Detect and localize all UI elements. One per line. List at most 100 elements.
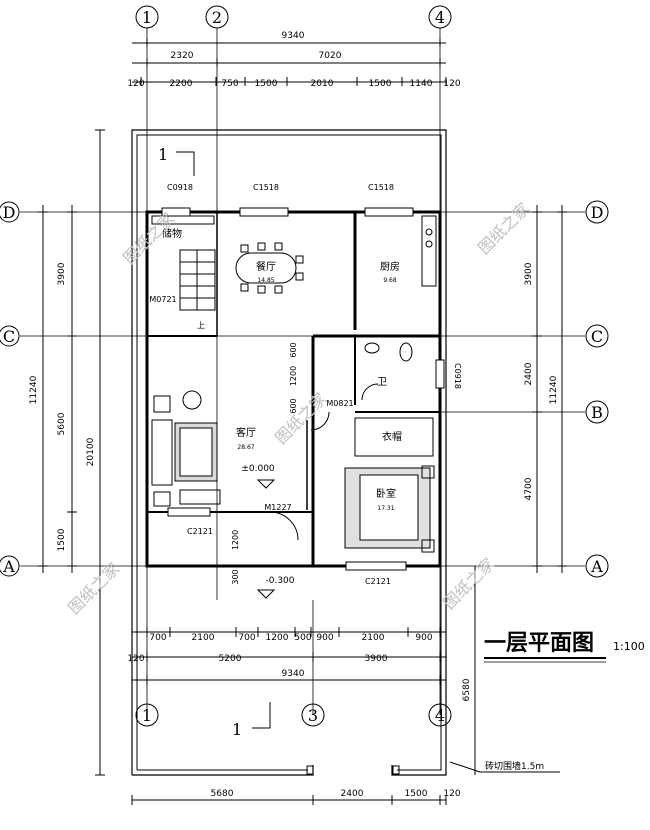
door-m0821: M0821	[326, 399, 353, 408]
watermark-5: 图纸之家	[439, 554, 498, 613]
dim-inner-300: 300	[231, 569, 240, 584]
room-closet-name: 衣帽	[382, 430, 402, 443]
dim-left-5600: 5600	[57, 412, 67, 435]
dim-left-3900: 3900	[57, 262, 67, 285]
watermarks: 图纸之家 图纸之家 图纸之家 图纸之家 图纸之家	[64, 199, 533, 618]
dim-top-1140: 1140	[410, 79, 433, 89]
dim-top-120b: 120	[443, 79, 460, 89]
bottom-dimensions: 700 2100 700 1200 500 900 2100 900 120 5…	[127, 627, 461, 805]
dim-top-2200: 2200	[170, 79, 193, 89]
dim-right-2400: 2400	[524, 362, 534, 385]
section-mark-bottom: 1	[232, 720, 242, 739]
room-bath-name: 卫	[377, 377, 387, 388]
dim-top-2320: 2320	[171, 51, 194, 61]
axis-bubbles-top: 1 2 4	[135, 5, 452, 29]
dim-inner-600a: 600	[289, 342, 298, 357]
dim-bot-500: 500	[294, 633, 311, 643]
axis-label-4-top: 4	[435, 8, 445, 27]
dim-inner-1200: 1200	[289, 366, 298, 386]
watermark-2: 图纸之家	[474, 199, 533, 258]
dim-bot-5680: 5680	[211, 789, 234, 799]
dim-top-1500a: 1500	[255, 79, 278, 89]
dim-top-120a: 120	[127, 79, 144, 89]
room-bedroom-name: 卧室	[376, 487, 396, 500]
dim-top-7020: 7020	[319, 51, 342, 61]
building-walls	[145, 210, 442, 568]
axis-bubbles-bottom: 1 3 4	[135, 703, 452, 727]
axis-label-D-right: D	[591, 203, 604, 222]
dim-left-11240: 11240	[29, 375, 39, 404]
room-living-area: 28.67	[237, 444, 254, 451]
axis-label-3-bottom: 3	[308, 706, 318, 725]
dim-bot-120: 120	[127, 654, 144, 664]
door-m1227: M1227	[264, 503, 291, 512]
dim-bot-1500: 1500	[405, 789, 428, 799]
dim-top-750: 750	[221, 79, 238, 89]
dim-bot-2400: 2400	[341, 789, 364, 799]
staircase: 上	[179, 249, 216, 330]
level-outdoor: -0.300	[265, 576, 294, 586]
axis-label-D-left: D	[3, 203, 16, 222]
room-kitchen-area: 9.68	[383, 277, 397, 284]
window-c0918-side: C0918	[453, 363, 462, 389]
room-bedroom-area: 17.31	[377, 505, 394, 512]
dim-top-1500b: 1500	[369, 79, 392, 89]
dim-right-4700: 4700	[524, 477, 534, 500]
dim-left-1500: 1500	[57, 528, 67, 551]
axis-label-1-top: 1	[142, 8, 152, 27]
room-dining-area: 14.85	[257, 277, 274, 284]
axis-label-C-left: C	[3, 327, 15, 346]
dim-bot-700b: 700	[238, 633, 255, 643]
axis-label-B-right: B	[591, 403, 603, 422]
room-living-name: 客厅	[236, 426, 256, 439]
window-c2121-b: C2121	[365, 577, 391, 586]
dim-bot-1200: 1200	[266, 633, 289, 643]
door-m0721: M0721	[149, 295, 176, 304]
dim-top-total: 9340	[282, 31, 305, 41]
drawing-title: 一层平面图	[484, 630, 594, 656]
dim-top-2010: 2010	[311, 79, 334, 89]
dim-right-3900: 3900	[524, 262, 534, 285]
dim-bot-9340: 9340	[282, 669, 305, 679]
living-sofa	[151, 390, 221, 507]
wall-note: 砖切围墙1.5m	[485, 760, 544, 772]
axis-label-A-right: A	[590, 557, 603, 576]
dim-bot-900b: 900	[415, 633, 432, 643]
dim-right-11240: 11240	[549, 375, 559, 404]
bedroom-bed	[344, 465, 435, 553]
drawing-scale: 1:100	[613, 640, 645, 653]
axis-label-A-left: A	[2, 557, 15, 576]
room-storage-name: 储物	[162, 227, 182, 240]
stair-up-label: 上	[197, 321, 205, 330]
dim-inner-600b: 600	[289, 398, 298, 413]
dim-bot-2100b: 2100	[362, 633, 385, 643]
dim-bot-2100a: 2100	[192, 633, 215, 643]
window-c1518-a: C1518	[253, 183, 279, 192]
dim-bot-120c: 120	[443, 789, 460, 799]
window-c0918-top: C0918	[167, 183, 193, 192]
dim-right-6580: 6580	[462, 678, 472, 701]
window-c2121-a: C2121	[187, 527, 213, 536]
dim-inner-1200b: 1200	[231, 530, 240, 550]
dim-bot-3900: 3900	[365, 654, 388, 664]
axis-label-1-bottom: 1	[142, 706, 152, 725]
sink-icon	[364, 342, 380, 354]
level-floor: ±0.000	[241, 464, 275, 474]
axis-label-4-bottom: 4	[435, 706, 445, 725]
axis-label-2-top: 2	[212, 8, 222, 27]
right-dimensions: 3900 2400 4700 11240 6580	[462, 205, 567, 775]
toilet-icon	[399, 342, 413, 362]
watermark-4: 图纸之家	[64, 559, 123, 618]
axis-bubbles-side: D C A D C B A	[0, 200, 609, 578]
axis-label-C-right: C	[591, 327, 603, 346]
kitchen-counter	[421, 215, 437, 287]
dim-bot-900a: 900	[316, 633, 333, 643]
top-dimensions: 9340 2320 7020 120 2200 750 1500 2010 15…	[127, 31, 460, 89]
watermark-3: 图纸之家	[271, 389, 330, 448]
dim-bot-700a: 700	[149, 633, 166, 643]
dining-table	[235, 242, 304, 294]
left-dimensions: 3900 5600 1500 11240 20100	[29, 129, 105, 776]
room-dining-name: 餐厅	[256, 260, 276, 273]
